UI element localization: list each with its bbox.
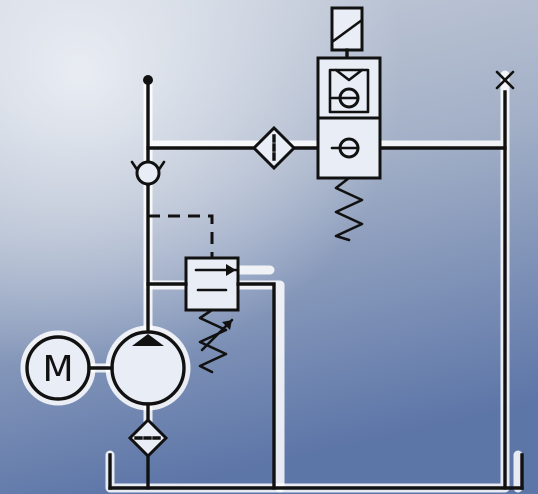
relief-valve-icon	[146, 214, 276, 490]
check-valve-icon	[130, 160, 166, 188]
motor-icon	[25, 335, 114, 401]
suction-filter-icon	[127, 417, 169, 490]
plugged-port-icon	[495, 70, 515, 90]
line-filter-icon	[251, 125, 297, 171]
tank-walls	[108, 453, 524, 490]
port-node	[143, 75, 153, 85]
solenoid-valve-icon	[316, 6, 382, 242]
pump-icon	[110, 330, 186, 420]
